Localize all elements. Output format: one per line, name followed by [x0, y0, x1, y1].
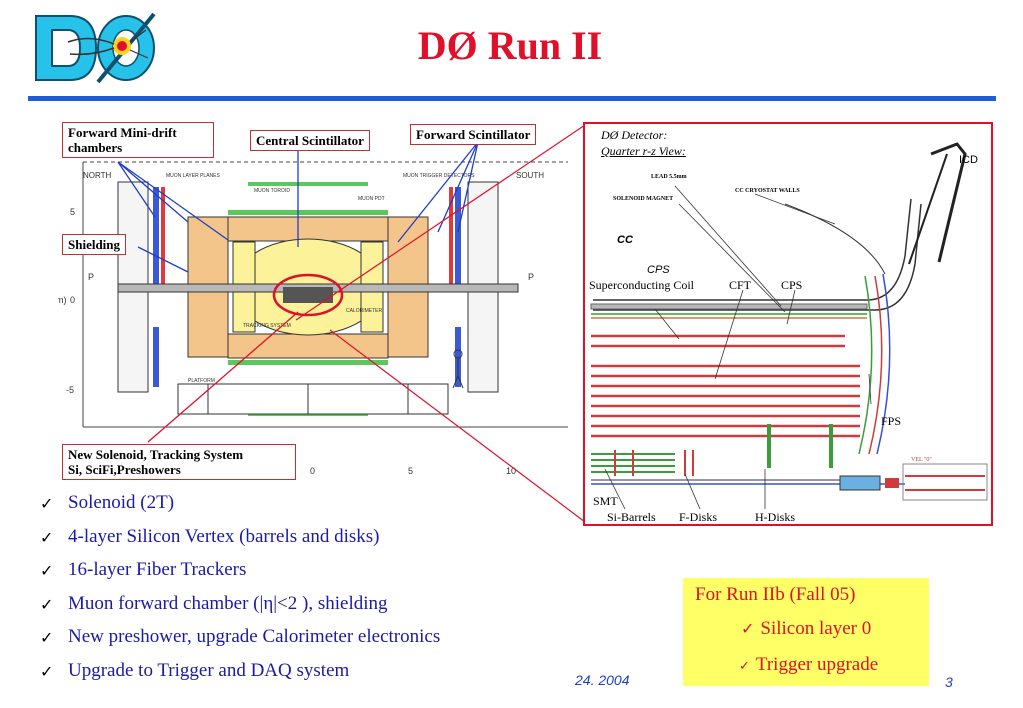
- muon-pdt-label: MUON PDT: [358, 196, 385, 202]
- smt-label: SMT: [593, 494, 618, 508]
- list-item: ✓Muon forward chamber (|η|<2 ), shieldin…: [40, 592, 388, 614]
- calorimeter-label: CALORIMETER: [346, 308, 383, 314]
- cft-label: CFT: [729, 278, 752, 292]
- list-item: ✓4-layer Silicon Vertex (barrels and dis…: [40, 525, 380, 547]
- checkmark-icon: ✓: [741, 621, 755, 638]
- p-right-label: P: [528, 272, 534, 282]
- platform-label: PLATFORM: [188, 378, 215, 384]
- f-disks-label: F-Disks: [679, 510, 718, 524]
- south-label: SOUTH: [516, 171, 544, 180]
- h-disks-label: H-Disks: [755, 510, 796, 524]
- muon-trigger-label: MUON TRIGGER DETECTORS: [403, 173, 475, 179]
- muon-layer-planes-label: MUON LAYER PLANES: [166, 173, 220, 179]
- list-item: ✓Solenoid (2T): [40, 492, 175, 513]
- d0-logo-icon: [30, 8, 160, 86]
- checkmark-icon: ✓: [739, 658, 750, 673]
- run-iib-item: ✓Trigger upgrade: [739, 654, 879, 675]
- x-tick: 10: [506, 466, 516, 476]
- north-label: NORTH: [83, 171, 112, 180]
- callout-forward-scintillator: Forward Scintillator: [410, 124, 537, 145]
- callout-shielding: Shielding: [62, 234, 127, 255]
- run-iib-heading: For Run IIb (Fall 05): [695, 584, 856, 605]
- lead-label: LEAD 5.5mm: [651, 174, 687, 180]
- checkmark-icon: ✓: [40, 663, 54, 681]
- cps-label: CPS: [781, 278, 803, 292]
- x-tick: 5: [408, 466, 413, 476]
- list-item: ✓New preshower, upgrade Calorimeter elec…: [40, 626, 441, 647]
- rz-view-title-line2: Quarter r-z View:: [601, 144, 686, 158]
- detector-elevation-figure: NORTH SOUTH P P m) 5 0 -5 0 5 10 MUON TO…: [58, 122, 580, 487]
- p-left-label: P: [88, 272, 94, 282]
- si-barrels-label: Si-Barrels: [607, 510, 656, 524]
- checkmark-icon: ✓: [40, 563, 54, 580]
- solenoid-magnet-label: SOLENOID MAGNET: [613, 196, 674, 202]
- checkmark-icon: ✓: [40, 529, 54, 547]
- run-iib-item: ✓Silicon layer 0: [741, 618, 872, 639]
- callout-mini-drift: Forward Mini-drift chambers: [62, 122, 214, 158]
- cc-cryostat-label: CC CRYOSTAT WALLS: [735, 188, 800, 194]
- cc-label: CC: [617, 234, 633, 246]
- vel-label: VEL "0": [911, 457, 932, 463]
- y-tick: -5: [66, 385, 74, 395]
- callout-new-solenoid-line1: New Solenoid, Tracking System: [68, 447, 244, 462]
- checkmark-icon: ✓: [40, 496, 54, 513]
- superconducting-coil-label: Superconducting Coil: [589, 278, 694, 292]
- cps-top-label: CPS: [647, 264, 670, 276]
- run-iib-highlight-box: For Run IIb (Fall 05) ✓Silicon layer 0 ✓…: [683, 578, 929, 686]
- muon-toroid-label: MUON TOROID: [254, 188, 290, 194]
- page-title: DØ Run II: [417, 23, 603, 68]
- list-item: ✓Upgrade to Trigger and DAQ system: [40, 659, 350, 681]
- tracking-system-label: TRACKING SYSTEM: [243, 323, 291, 329]
- fps-label: FPS: [881, 414, 902, 428]
- checkmark-icon: ✓: [40, 630, 54, 647]
- checkmark-icon: ✓: [40, 596, 54, 614]
- y-tick: 5: [70, 207, 75, 217]
- y-tick: 0: [70, 295, 75, 305]
- quarter-rz-view-figure: DØ Detector: Quarter r-z View: ICD LEAD …: [583, 122, 993, 526]
- x-tick: 0: [310, 466, 315, 476]
- page-number: 3: [945, 674, 953, 690]
- feature-bullet-list: ✓Solenoid (2T) ✓4-layer Silicon Vertex (…: [40, 492, 640, 693]
- callout-central-scintillator: Central Scintillator: [250, 130, 370, 151]
- rz-view-title-line1: DØ Detector:: [601, 128, 668, 142]
- footer-date: 24. 2004: [575, 672, 630, 688]
- callout-new-solenoid-line2: Si, SciFi,Preshowers: [68, 462, 181, 477]
- axis-unit-label: m): [58, 295, 67, 305]
- icd-label: ICD: [959, 154, 978, 166]
- title-divider: [28, 96, 996, 101]
- list-item: ✓16-layer Fiber Trackers: [40, 559, 247, 580]
- callout-new-solenoid: New Solenoid, Tracking System Si, SciFi,…: [62, 444, 296, 480]
